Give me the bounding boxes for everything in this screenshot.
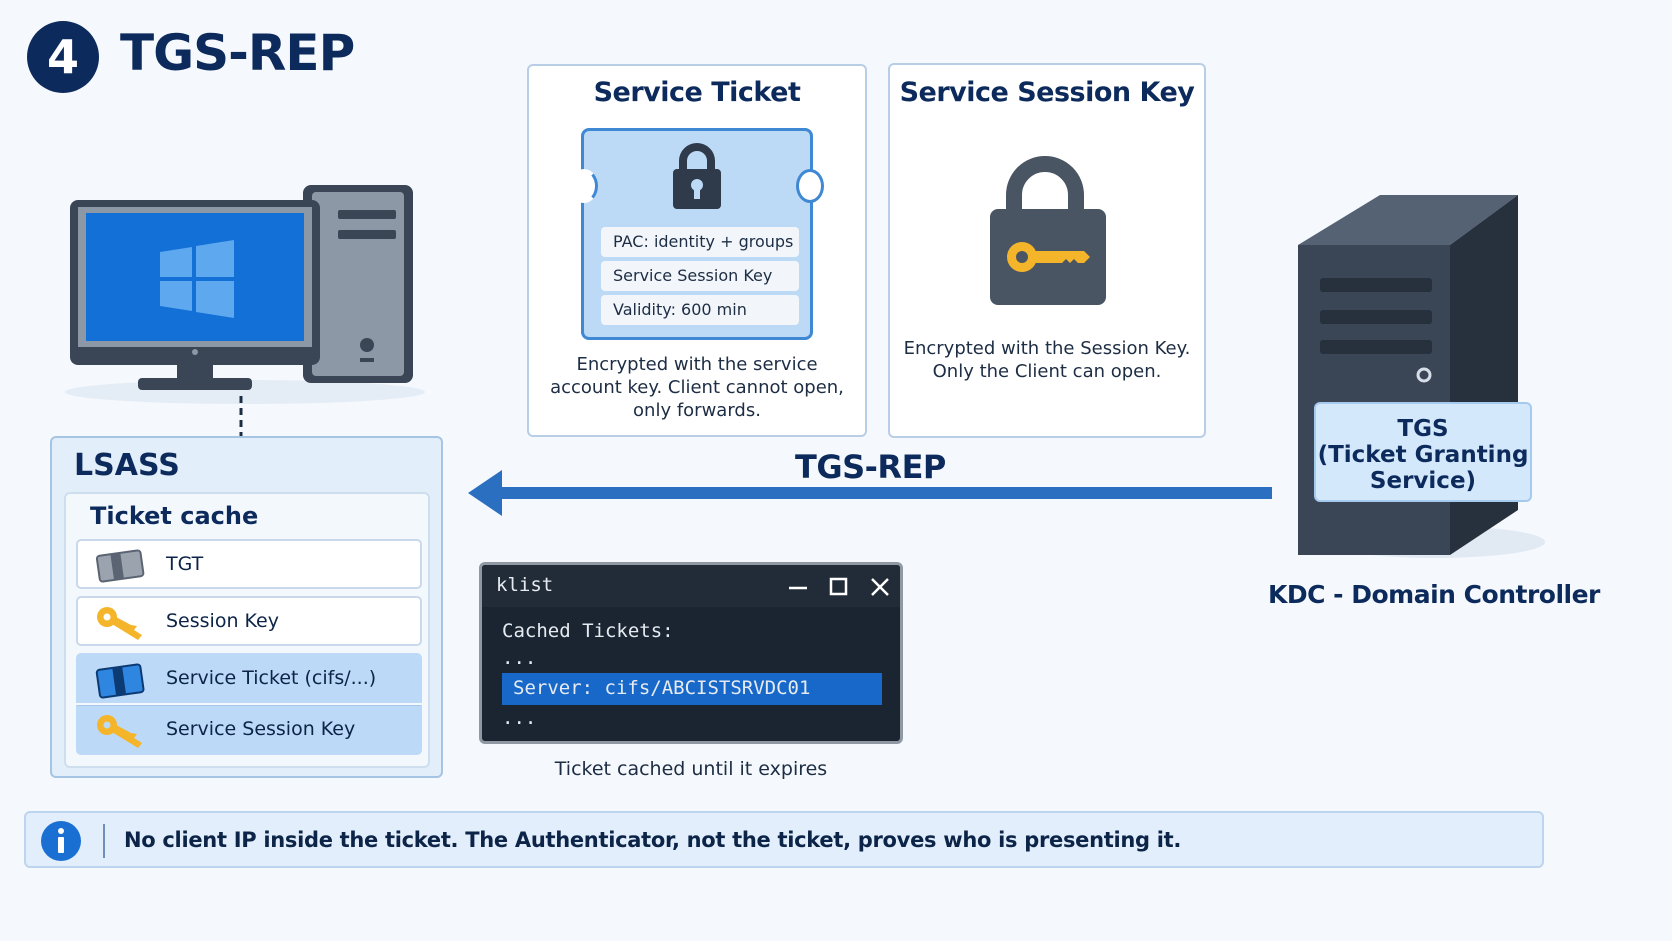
cache-item-service-ticket[interactable]: Service Ticket (cifs/...) xyxy=(76,653,422,703)
ticket-field-validity: Validity: 600 min xyxy=(601,295,799,325)
terminal-line: Cached Tickets: xyxy=(502,620,674,642)
maximize-icon[interactable] xyxy=(827,575,851,599)
terminal-line: ... xyxy=(502,647,537,669)
info-icon xyxy=(41,821,81,861)
ticket-field-session-key: Service Session Key xyxy=(601,261,799,291)
arrow-label: TGS-REP xyxy=(795,448,946,486)
cache-item-session-key[interactable]: Session Key xyxy=(76,596,422,646)
service-ticket-caption: Encrypted with the service account key. … xyxy=(550,354,844,421)
terminal-line-server: Server: cifs/ABCISTSRVDC01 xyxy=(513,677,811,699)
cache-item-service-session-key[interactable]: Service Session Key xyxy=(76,705,422,755)
step-number-badge: 4 xyxy=(27,21,99,93)
terminal-title: klist xyxy=(496,574,554,596)
ticket-cache-title: Ticket cache xyxy=(90,502,259,530)
close-icon[interactable] xyxy=(868,575,892,599)
client-computer-icon xyxy=(65,185,425,404)
ticket-icon xyxy=(95,549,145,583)
terminal-titlebar: klist xyxy=(482,565,900,607)
terminal-caption: Ticket cached until it expires xyxy=(554,758,828,780)
info-bar: No client IP inside the ticket. The Auth… xyxy=(24,811,1544,868)
ticket-cache: Ticket cache TGT Session Key Service Tic… xyxy=(64,492,430,768)
key-icon xyxy=(97,715,142,748)
server-icon xyxy=(1298,195,1545,558)
lock-icon xyxy=(673,143,721,209)
padlock-key-icon xyxy=(990,156,1106,305)
service-session-key-card: Service Session Key Encrypted with the S… xyxy=(888,63,1206,438)
connector-line xyxy=(239,396,243,436)
service-session-key-caption: Encrypted with the Session Key. Only the… xyxy=(903,338,1191,382)
cache-item-label: Service Ticket (cifs/...) xyxy=(166,667,377,689)
klist-terminal[interactable]: klist Cached Tickets: ... Server: cifs/A… xyxy=(479,562,903,744)
service-session-key-title: Service Session Key xyxy=(899,77,1195,108)
service-ticket-title: Service Ticket xyxy=(593,77,801,108)
ticket-field-pac: PAC: identity + groups xyxy=(601,227,799,257)
info-text: No client IP inside the ticket. The Auth… xyxy=(124,828,1182,852)
cache-item-label: TGT xyxy=(166,553,204,575)
minimize-icon[interactable] xyxy=(786,575,810,599)
cache-item-label: Service Session Key xyxy=(166,718,356,740)
lsass-title: LSASS xyxy=(74,448,180,483)
lsass-panel: LSASS Ticket cache TGT Session Key Servi… xyxy=(50,436,443,778)
info-divider xyxy=(103,824,105,858)
service-ticket-graphic: PAC: identity + groups Service Session K… xyxy=(570,128,824,340)
service-ticket-card: Service Ticket PAC: identity + groups Se… xyxy=(527,64,867,437)
cache-item-label: Session Key xyxy=(166,610,279,632)
tgs-label-box: TGS (Ticket Granting Service) xyxy=(1314,402,1532,502)
key-icon xyxy=(97,607,142,640)
tgs-rep-arrow xyxy=(468,470,1272,516)
kdc-label: KDC - Domain Controller xyxy=(1268,580,1600,609)
cache-item-tgt[interactable]: TGT xyxy=(76,539,422,589)
terminal-line: ... xyxy=(502,707,537,729)
terminal-highlight xyxy=(502,673,882,705)
ticket-icon xyxy=(95,663,145,699)
page-title: TGS-REP xyxy=(120,24,355,82)
